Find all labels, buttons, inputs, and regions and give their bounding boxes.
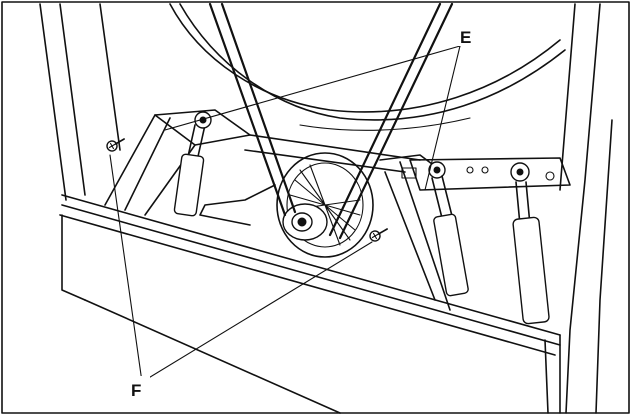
callout-e: E [164,24,477,191]
toe-panel [59,194,561,414]
callout-e-label: E [460,28,471,47]
idler-pulley [199,152,374,258]
screw-center-icon [369,228,388,242]
screw-left-icon [106,138,125,152]
callout-f: F [109,154,373,400]
right-struts [428,161,550,325]
drum [169,3,566,131]
left-strut [173,111,212,217]
cabinet-sides [39,3,613,414]
motor-bracket [409,157,571,191]
screws [106,138,388,242]
callout-f-label: F [131,381,141,400]
drive-belt [208,2,454,240]
